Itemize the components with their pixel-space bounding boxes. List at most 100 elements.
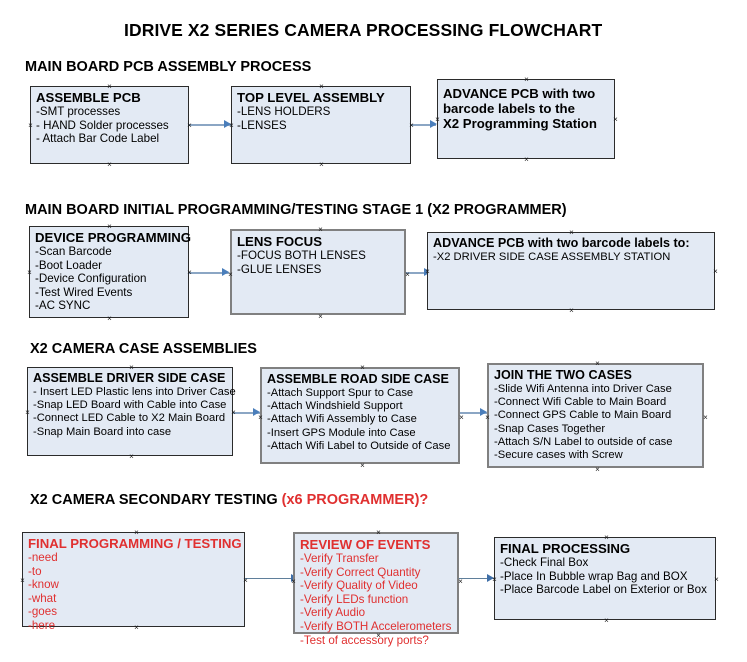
connection-handle-left[interactable] [19, 577, 26, 584]
node-title: ASSEMBLE DRIVER SIDE CASE [33, 371, 226, 385]
node-title: JOIN THE TWO CASES [494, 368, 632, 382]
connection-handle-bottom[interactable] [359, 462, 366, 469]
connection-handle-top[interactable] [106, 83, 113, 90]
list-item: -Test Wired Events [35, 285, 133, 299]
node-title: ASSEMBLE ROAD SIDE CASE [267, 372, 449, 386]
node-final-programming-testing[interactable]: FINAL PROGRAMMING / TESTING -need -to -k… [19, 529, 245, 632]
node-title: DEVICE PROGRAMMING [35, 230, 192, 245]
list-item: -GLUE LENSES [237, 262, 322, 276]
connection-handle-bottom[interactable] [603, 617, 610, 624]
list-item: -Connect GPS Cable to Main Board [494, 409, 672, 422]
list-item: -Secure cases with Screw [494, 449, 623, 462]
list-item: -Attach Wifi Label to Outside of Case [267, 439, 451, 452]
connection-handle-left[interactable] [27, 122, 34, 129]
connection-handle-bottom[interactable] [106, 315, 113, 322]
list-item: -Connect LED Cable to X2 Main Board [33, 412, 226, 425]
list-item: -Attach Wifi Assembly to Case [267, 413, 417, 426]
connection-handle-right[interactable] [702, 414, 709, 421]
list-item: -Check Final Box [500, 556, 589, 569]
connection-handle-bottom[interactable] [317, 313, 324, 320]
list-item: -X2 DRIVER SIDE CASE ASSEMBLY STATION [433, 251, 671, 263]
connection-handle-bottom[interactable] [523, 156, 530, 163]
connector-review-to-final-processing [459, 578, 494, 579]
list-item: -Snap LED Board with Cable into Case [33, 399, 227, 412]
connection-handle-right[interactable] [612, 116, 619, 123]
node-device-programming[interactable]: DEVICE PROGRAMMING -Scan Barcode -Boot L… [26, 223, 192, 318]
list-item: -Scan Barcode [35, 245, 112, 258]
list-item: -goes [28, 605, 58, 619]
list-item: -here [28, 618, 56, 632]
node-item-list: -need -to -know -what -goes -here [28, 551, 240, 633]
node-assemble-road-side-case[interactable]: ASSEMBLE ROAD SIDE CASE -Attach Support … [260, 367, 460, 464]
list-item: -Slide Wifi Antenna into Driver Case [494, 383, 672, 395]
list-item: -know [28, 578, 59, 592]
connection-handle-right[interactable] [457, 578, 464, 585]
node-join-the-two-cases[interactable]: JOIN THE TWO CASES -Slide Wifi Antenna i… [487, 363, 704, 468]
connection-handle-bottom[interactable] [568, 307, 575, 314]
connection-handle-top[interactable] [603, 534, 610, 541]
list-item: -Snap Main Board into case [33, 425, 172, 438]
connection-handle-top[interactable] [317, 226, 324, 233]
list-item: -Attach Windshield Support [267, 400, 403, 413]
node-item-list: -X2 DRIVER SIDE CASE ASSEMBLY STATION [433, 251, 710, 264]
list-item: -FOCUS BOTH LENSES [237, 249, 366, 262]
node-title: LENS FOCUS [237, 234, 322, 249]
connection-handle-right[interactable] [713, 576, 720, 583]
connection-handle-top[interactable] [133, 529, 140, 536]
node-item-list: -Scan Barcode -Boot Loader -Device Confi… [35, 245, 184, 313]
list-item: - HAND Solder processes [36, 118, 169, 132]
list-item: -Verify Transfer [300, 552, 379, 565]
connection-handle-top[interactable] [523, 76, 530, 83]
list-item: -Verify BOTH Accelerometers [300, 619, 452, 633]
node-assemble-driver-side-case[interactable]: ASSEMBLE DRIVER SIDE CASE - Insert LED P… [24, 364, 236, 456]
arrowhead-join-the-two-cases [480, 408, 487, 416]
section-heading-text: X2 CAMERA SECONDARY TESTING [30, 492, 282, 508]
node-item-list: - Insert LED Plastic lens into Driver Ca… [33, 386, 236, 439]
connection-handle-top[interactable] [128, 364, 135, 371]
node-lens-focus[interactable]: LENS FOCUS -FOCUS BOTH LENSES -GLUE LENS… [230, 229, 406, 315]
connection-handle-left[interactable] [24, 409, 31, 416]
connection-handle-right[interactable] [712, 268, 719, 275]
connection-handle-left[interactable] [26, 269, 33, 276]
node-top-level-assembly[interactable]: TOP LEVEL ASSEMBLY -LENS HOLDERS -LENSES [231, 86, 411, 164]
connection-handle-top[interactable] [375, 529, 382, 536]
connection-handle-bottom[interactable] [128, 453, 135, 460]
connection-handle-top[interactable] [568, 229, 575, 236]
connection-handle-bottom[interactable] [318, 161, 325, 168]
connection-handle-top[interactable] [318, 83, 325, 90]
node-title-line3: X2 Programming Station [443, 116, 597, 131]
section-heading-x2-camera-case-assemblies: X2 CAMERA CASE ASSEMBLIES [30, 341, 257, 357]
list-item: -what [28, 591, 57, 605]
list-item: -to [28, 564, 42, 578]
connector-device-programming-to-lens-focus [189, 272, 229, 274]
connection-handle-right[interactable] [458, 414, 465, 421]
node-item-list: -SMT processes - HAND Solder processes -… [36, 105, 184, 146]
list-item: -LENS HOLDERS [237, 105, 331, 118]
node-title: FINAL PROGRAMMING / TESTING [28, 536, 242, 551]
list-item: -Snap Cases Together [494, 422, 606, 435]
connection-handle-bottom[interactable] [594, 466, 601, 473]
connection-handle-top[interactable] [106, 223, 113, 230]
node-review-of-events[interactable]: REVIEW OF EVENTS -Verify Transfer -Verif… [293, 529, 459, 647]
node-assemble-pcb[interactable]: ASSEMBLE PCB -SMT processes - HAND Solde… [30, 86, 189, 164]
connector-driver-case-to-road-case [233, 412, 260, 414]
node-title-line2: barcode labels to the [443, 101, 575, 116]
list-item: -need [28, 551, 58, 564]
arrowhead-advance-pcb-station [430, 120, 437, 128]
list-item: -Device Configuration [35, 272, 147, 286]
connection-handle-bottom[interactable] [106, 161, 113, 168]
list-item: -LENSES [237, 118, 287, 132]
connector-assemble-pcb-to-top-level [189, 124, 231, 126]
list-item: -Place Barcode Label on Exterior or Box [500, 583, 707, 597]
arrowhead-assemble-road-side-case [253, 408, 260, 416]
connection-handle-top[interactable] [594, 360, 601, 367]
list-item: -AC SYNC [35, 299, 91, 313]
node-advance-pcb-to-programming-station[interactable]: ADVANCE PCB with two barcode labels to t… [437, 79, 615, 159]
node-final-processing[interactable]: FINAL PROCESSING -Check Final Box -Place… [494, 537, 716, 620]
connector-lens-focus-to-advance-pcb [406, 272, 430, 274]
list-item: -Verify Quality of Video [300, 579, 418, 593]
node-advance-pcb-driver-side[interactable]: ADVANCE PCB with two barcode labels to: … [427, 232, 715, 310]
connection-handle-top[interactable] [359, 364, 366, 371]
list-item: - Attach Bar Code Label [36, 132, 160, 146]
